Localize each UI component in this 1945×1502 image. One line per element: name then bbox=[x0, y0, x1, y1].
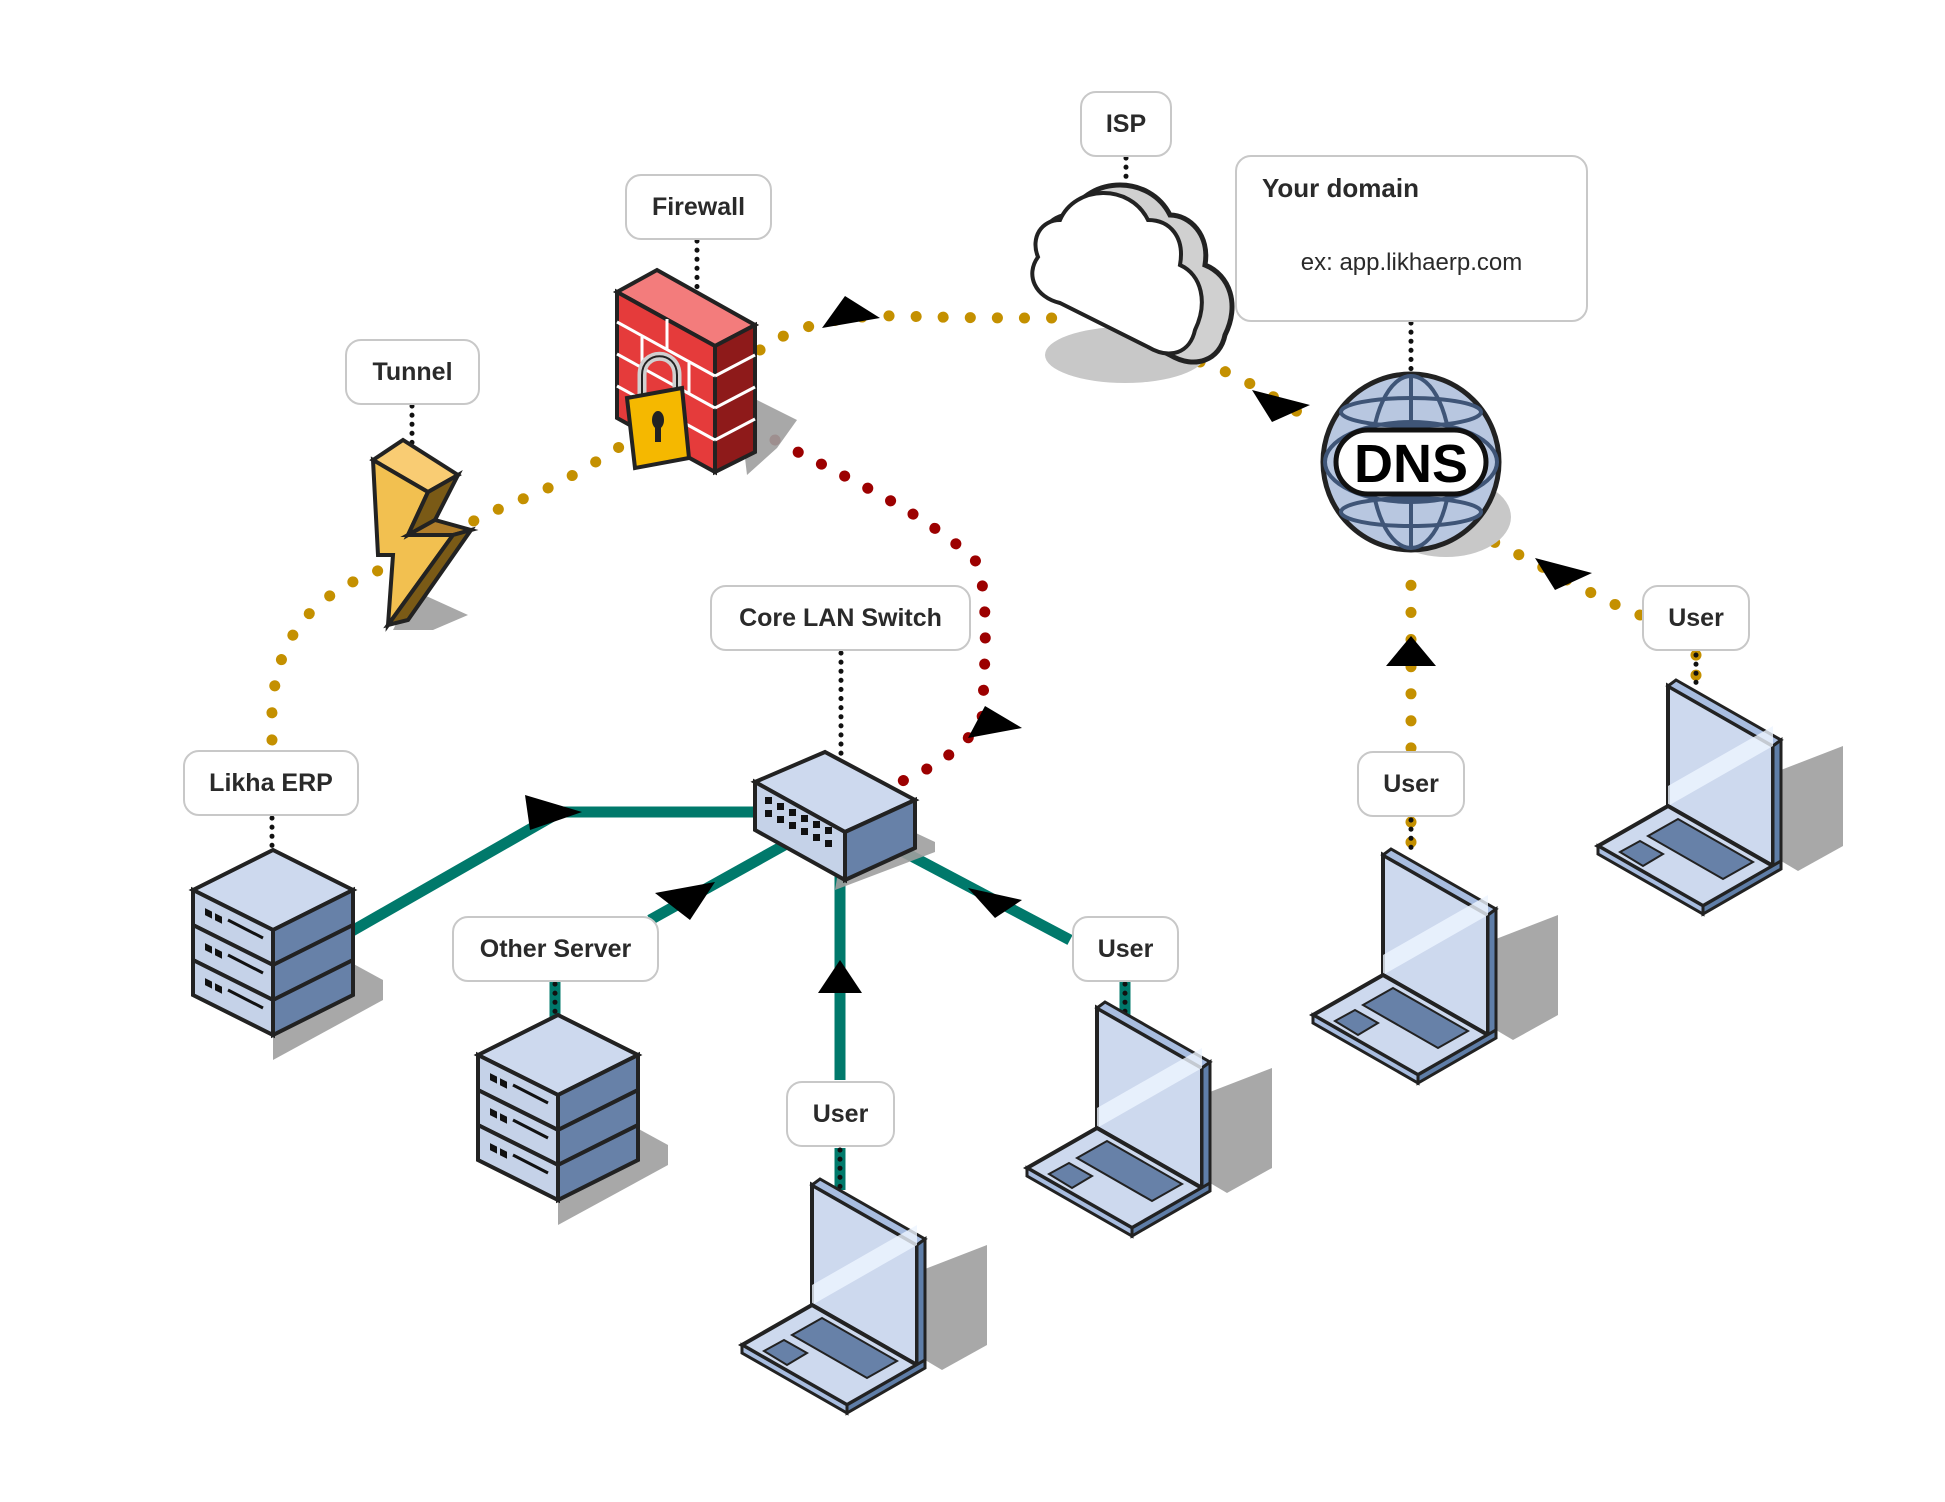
arrow-isp-dns bbox=[1252, 390, 1310, 422]
label-user-lan-right: User bbox=[1072, 916, 1179, 982]
link-firewall-isp bbox=[754, 310, 1066, 356]
laptop-icon bbox=[740, 1177, 989, 1415]
arrow-lan-user-right bbox=[968, 888, 1022, 918]
dns-globe-icon: DNS bbox=[1320, 371, 1511, 557]
laptop-icon bbox=[1311, 847, 1560, 1085]
arrow-firewall-switch bbox=[968, 706, 1022, 738]
your-domain-title: Your domain bbox=[1262, 173, 1419, 203]
arrow-lan-erp bbox=[525, 795, 582, 830]
arrowheads bbox=[525, 296, 1592, 993]
arrow-lan-user-center bbox=[818, 960, 862, 993]
network-switch-icon bbox=[750, 749, 935, 890]
label-user-dns-below: User bbox=[1357, 751, 1465, 817]
server-stack-icon bbox=[476, 1013, 670, 1227]
server-stack-icon bbox=[191, 848, 385, 1062]
link-isp-dns bbox=[1194, 356, 1316, 426]
dns-text: DNS bbox=[1354, 434, 1468, 494]
label-other-server: Other Server bbox=[452, 916, 659, 982]
label-likha-erp: Likha ERP bbox=[183, 750, 359, 816]
laptop-icon bbox=[1025, 1000, 1274, 1238]
label-user-dns-right: User bbox=[1642, 585, 1750, 651]
link-firewall-switch bbox=[769, 434, 991, 796]
link-other-server-switch bbox=[647, 837, 793, 925]
your-domain-box: Your domain ex: app.likhaerp.com bbox=[1235, 155, 1588, 322]
label-core-lan-switch: Core LAN Switch bbox=[710, 585, 971, 651]
your-domain-example: ex: app.likhaerp.com bbox=[1300, 249, 1523, 276]
arrow-user-below-dns bbox=[1386, 636, 1436, 666]
label-user-lan-center: User bbox=[786, 1081, 895, 1147]
arrow-isp-firewall bbox=[822, 296, 880, 328]
label-tunnel: Tunnel bbox=[345, 339, 480, 405]
arrow-user-right-dns bbox=[1535, 558, 1592, 590]
laptop-icon bbox=[1596, 678, 1845, 916]
firewall-lock-icon bbox=[612, 267, 797, 476]
lan-links bbox=[342, 806, 1131, 1190]
lightning-bolt-icon bbox=[369, 437, 479, 632]
cloud-icon bbox=[1030, 182, 1235, 383]
arrow-lan-other-server bbox=[655, 882, 715, 920]
label-isp: ISP bbox=[1080, 91, 1172, 157]
label-firewall: Firewall bbox=[625, 174, 772, 240]
label-connectors bbox=[269, 155, 1699, 1193]
